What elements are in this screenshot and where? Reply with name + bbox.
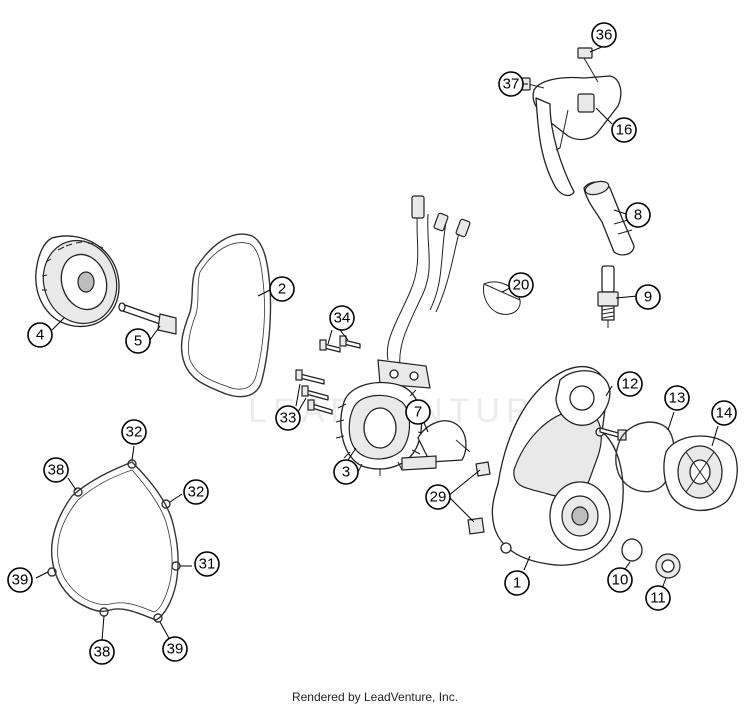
cover-gasket-upper (180, 233, 272, 398)
rotor-bolt (118, 302, 177, 335)
callout-13: 13 (664, 385, 690, 411)
svg-text:3: 3 (342, 464, 350, 481)
callout-2: 2 (269, 276, 295, 302)
svg-text:14: 14 (716, 405, 733, 422)
svg-text:32: 32 (126, 424, 143, 441)
ignition-cover (491, 365, 624, 566)
callout-1: 1 (504, 570, 530, 596)
pulse-generator (401, 420, 471, 471)
inspection-cover (663, 435, 738, 512)
callout-36: 36 (591, 22, 617, 48)
callout-7: 7 (405, 399, 431, 425)
svg-text:4: 4 (36, 327, 44, 344)
callout-33: 33 (275, 405, 301, 431)
callout-32-right: 32 (183, 479, 209, 505)
cover-gasket-lower (50, 461, 179, 621)
svg-text:12: 12 (622, 376, 639, 393)
svg-text:5: 5 (134, 333, 142, 350)
callout-5: 5 (125, 328, 151, 354)
callout-14: 14 (711, 400, 737, 426)
svg-text:16: 16 (616, 122, 633, 139)
callout-8: 8 (625, 202, 651, 228)
callout-38-bottom: 38 (89, 639, 115, 665)
small-cover-gasket (615, 421, 675, 493)
svg-text:39: 39 (12, 572, 29, 589)
svg-text:33: 33 (280, 410, 297, 427)
svg-text:36: 36 (596, 27, 613, 44)
svg-text:31: 31 (199, 556, 216, 573)
callout-31: 31 (194, 551, 220, 577)
callout-29: 29 (425, 484, 451, 510)
callout-12: 12 (617, 371, 643, 397)
svg-text:39: 39 (167, 641, 184, 658)
svg-text:13: 13 (669, 390, 686, 407)
svg-text:7: 7 (414, 404, 422, 421)
callout-38-left: 38 (43, 457, 69, 483)
flywheel-rotor (35, 235, 120, 328)
stator-assembly (335, 195, 471, 476)
callout-39-bottom: 39 (162, 636, 188, 662)
callout-3: 3 (333, 459, 359, 485)
callout-39-left: 39 (7, 567, 33, 593)
svg-text:9: 9 (644, 289, 652, 306)
ignition-coil (519, 47, 622, 197)
o-ring (621, 538, 643, 562)
gasket-holes (47, 459, 181, 623)
svg-text:20: 20 (513, 277, 530, 294)
cover-screw (599, 427, 627, 441)
callout-37: 37 (498, 71, 524, 97)
svg-text:38: 38 (48, 462, 65, 479)
spark-plug-cap (583, 180, 635, 256)
svg-text:34: 34 (334, 310, 351, 327)
svg-text:2: 2 (278, 281, 286, 298)
callout-4: 4 (27, 322, 53, 348)
callout-20: 20 (508, 272, 534, 298)
svg-text:8: 8 (634, 207, 642, 224)
svg-text:11: 11 (650, 590, 666, 607)
spark-plug (597, 265, 619, 328)
svg-text:38: 38 (94, 644, 111, 661)
svg-text:32: 32 (188, 484, 205, 501)
callout-10: 10 (607, 567, 633, 593)
screw-plug (655, 553, 681, 579)
svg-text:29: 29 (430, 489, 447, 506)
callout-16: 16 (611, 117, 637, 143)
stator-screws (295, 335, 361, 415)
grommets (467, 461, 491, 535)
svg-text:37: 37 (503, 76, 520, 93)
callout-11: 11 (645, 585, 671, 611)
footer-credit: Rendered by LeadVenture, Inc. (291, 690, 459, 704)
svg-text:1: 1 (513, 575, 521, 592)
callout-34: 34 (329, 305, 355, 331)
callout-9: 9 (635, 284, 661, 310)
svg-text:10: 10 (612, 572, 629, 589)
callout-32-top: 32 (121, 419, 147, 445)
